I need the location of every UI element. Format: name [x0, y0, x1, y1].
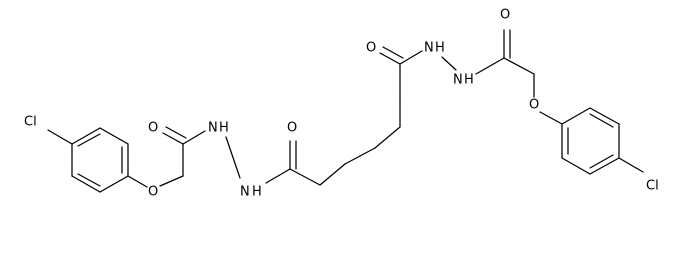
bond: [561, 157, 591, 175]
atom-n-right-1: N: [424, 41, 434, 56]
bond-chain-3: [344, 147, 376, 165]
bond-n-n-right: [441, 56, 457, 71]
bond: [589, 107, 620, 125]
double-bond-inner: [77, 173, 101, 187]
atom-o-carbonyl-left: O: [148, 121, 158, 136]
bond: [99, 175, 129, 193]
atom-cl-left: Cl: [24, 115, 37, 130]
bond-c-cl-right: [618, 157, 644, 173]
bond-co-nh-right: [399, 50, 423, 65]
atom-n-left-1: N: [208, 121, 218, 136]
double-bond-inner: [589, 113, 614, 128]
bond-nh-co-right: [475, 57, 505, 75]
bond-chain-2: [319, 163, 346, 186]
double-bond-inner: [589, 154, 614, 169]
atom-o-ether-right: O: [529, 98, 539, 113]
atom-h-right-1: H: [435, 41, 445, 56]
bond-n-n-left: [225, 136, 241, 179]
bond-ring-o-left: [127, 175, 148, 188]
bond-co-center-right-double-b: [382, 46, 404, 59]
atom-o-ether-left: O: [148, 185, 158, 200]
bond-c-cl-left: [47, 129, 73, 145]
right-chlorophenyl-ring: [561, 107, 620, 175]
bond: [561, 107, 591, 125]
atom-n-left-2: N: [240, 185, 250, 200]
bond-co-ch2-right: [503, 57, 535, 75]
bond: [99, 127, 129, 145]
bond-co-nh-left: [182, 130, 206, 145]
bond: [71, 175, 101, 193]
bond-chain-4: [374, 126, 401, 149]
bond-o-ch2-left: [159, 175, 184, 187]
atom-h-left-1: H: [219, 121, 229, 136]
atom-o-carbonyl-center-right: O: [366, 41, 376, 56]
left-chlorophenyl-ring: [71, 127, 129, 193]
bond: [71, 127, 101, 145]
bond-co-double-left-a: [162, 132, 184, 145]
bond-o-ring-right: [539, 111, 563, 125]
bond-nh-co-center-left: [265, 168, 291, 184]
atom-o-carbonyl-right: O: [500, 8, 510, 23]
atom-h-right-2: H: [464, 73, 474, 88]
bond-chain-1: [289, 168, 321, 186]
bond-co-double-left-b: [165, 126, 187, 139]
atom-n-right-2: N: [453, 73, 463, 88]
atom-cl-right: Cl: [646, 179, 659, 194]
atom-o-carbonyl-center-left: O: [287, 121, 297, 136]
bond-co-center-right-double-a: [379, 52, 401, 65]
atom-h-left-2: H: [252, 185, 262, 200]
double-bond-inner: [77, 133, 101, 147]
bond: [589, 157, 620, 175]
